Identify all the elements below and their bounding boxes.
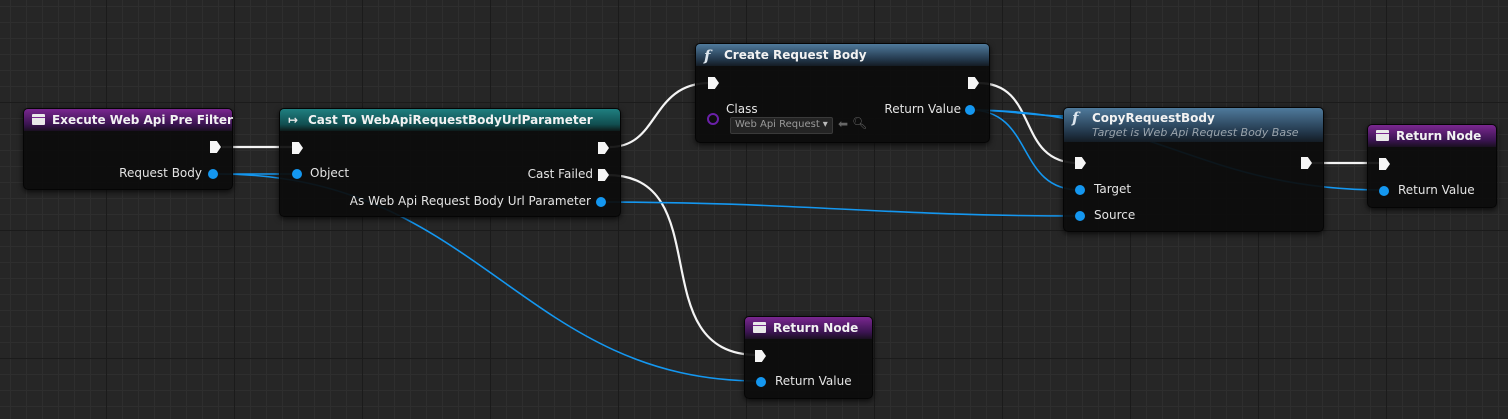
as-param-label: As Web Api Request Body Url Parameter (349, 194, 591, 208)
execute-web-api-pre-filter-node[interactable]: Execute Web Api Pre Filter Request Body (23, 108, 233, 190)
target-label: Target (1094, 182, 1132, 196)
return-value-pin[interactable] (1379, 186, 1389, 196)
event-node-icon (32, 114, 45, 125)
return-value-label: Return Value (775, 374, 852, 388)
object-label: Object (310, 166, 350, 180)
function-icon: f (704, 47, 711, 65)
object-pin[interactable] (292, 169, 302, 179)
data-wire-param-to-source (599, 201, 1081, 217)
node-title: CopyRequestBody (1092, 111, 1215, 125)
return-node-icon (1376, 130, 1389, 141)
request-body-pin[interactable] (208, 169, 218, 179)
cast-arrow-icon: ↦ (288, 113, 299, 127)
request-body-label: Request Body (119, 166, 202, 180)
as-param-pin[interactable] (596, 197, 606, 207)
source-pin[interactable] (1075, 211, 1085, 221)
return-value-label: Return Value (1398, 183, 1475, 197)
cast-failed-label: Cast Failed (527, 167, 593, 181)
node-header: f CopyRequestBody Target is Web Api Requ… (1064, 108, 1323, 142)
return-node-bottom[interactable]: Return Node Return Value (744, 316, 873, 399)
use-selected-arrow-icon[interactable]: ⬅ (838, 117, 849, 131)
class-select[interactable]: Web Api Request▾ (730, 117, 833, 134)
exec-in-pin[interactable] (708, 77, 719, 89)
cast-failed-pin[interactable] (598, 169, 609, 181)
exec-in-pin[interactable] (1075, 157, 1086, 169)
chevron-down-icon: ▾ (822, 119, 828, 130)
node-subtitle: Target is Web Api Request Body Base (1092, 126, 1299, 139)
exec-in-pin[interactable] (1379, 158, 1390, 170)
exec-out-pin[interactable] (1301, 157, 1312, 169)
return-node-right[interactable]: Return Node Return Value (1367, 124, 1497, 208)
node-header: Execute Web Api Pre Filter (24, 109, 233, 131)
class-select-value: Web Api Request (735, 119, 820, 130)
function-icon: f (1072, 109, 1079, 127)
exec-out-pin[interactable] (598, 142, 609, 154)
class-label: Class (726, 102, 758, 116)
node-header: ↦ Cast To WebApiRequestBodyUrlParameter (280, 109, 620, 131)
copy-request-body-node[interactable]: f CopyRequestBody Target is Web Api Requ… (1063, 107, 1324, 232)
target-pin[interactable] (1075, 185, 1085, 195)
return-value-pin[interactable] (965, 105, 975, 115)
return-value-label: Return Value (884, 102, 961, 116)
create-request-body-node[interactable]: f Create Request Body Class Web Api Requ… (695, 43, 990, 143)
exec-out-pin[interactable] (968, 77, 979, 89)
source-label: Source (1094, 208, 1136, 222)
node-title: Create Request Body (724, 48, 867, 62)
return-value-pin[interactable] (756, 377, 766, 387)
node-title: Execute Web Api Pre Filter (52, 113, 233, 127)
node-title: Cast To WebApiRequestBodyUrlParameter (308, 113, 593, 127)
browse-search-icon[interactable]: 🔍︎ (852, 116, 868, 130)
node-title: Return Node (1396, 129, 1482, 143)
node-header: Return Node (1368, 125, 1496, 147)
node-header: f Create Request Body (696, 44, 989, 66)
exec-in-pin[interactable] (292, 142, 303, 154)
exec-in-pin[interactable] (755, 350, 766, 362)
return-node-icon (753, 322, 766, 333)
node-title: Return Node (773, 321, 859, 335)
exec-wire-castfailed-to-return (606, 173, 759, 357)
exec-out-pin[interactable] (210, 141, 221, 153)
node-header: Return Node (745, 317, 872, 339)
class-pin[interactable] (707, 113, 719, 125)
cast-to-node[interactable]: ↦ Cast To WebApiRequestBodyUrlParameter … (279, 108, 621, 217)
